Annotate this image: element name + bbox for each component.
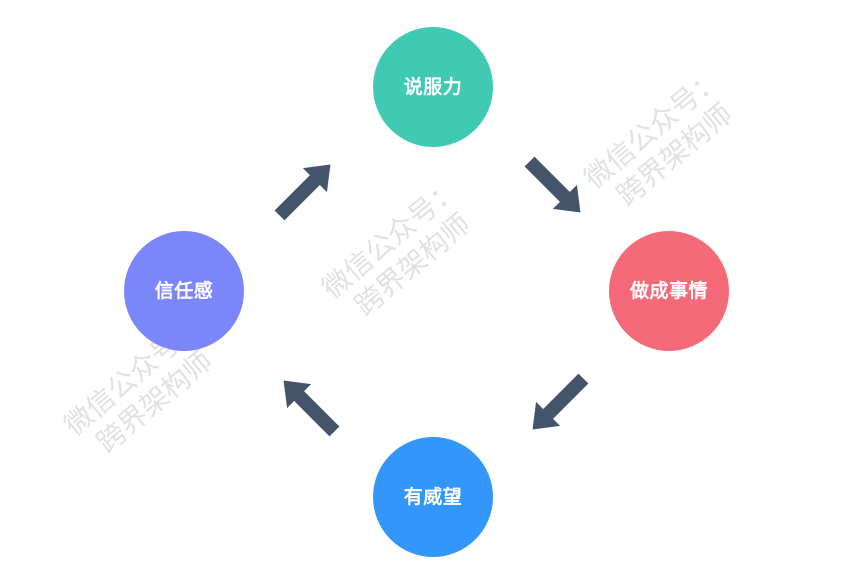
arrow-trust-to-persuasion xyxy=(274,164,331,221)
node-prestige: 有威望 xyxy=(373,437,493,557)
arrow-persuasion-to-get-things-done xyxy=(524,156,581,213)
arrow-group xyxy=(274,156,589,437)
arrow-shape xyxy=(274,164,331,221)
node-label: 做成事情 xyxy=(629,280,708,302)
node-label: 有威望 xyxy=(403,486,463,508)
node-label: 说服力 xyxy=(403,76,463,98)
node-trust: 信任感 xyxy=(124,231,244,351)
arrow-shape xyxy=(532,373,589,430)
arrow-get-things-done-to-prestige xyxy=(532,373,589,430)
node-persuasion: 说服力 xyxy=(373,27,493,147)
arrow-shape xyxy=(524,156,581,213)
node-get-things-done: 做成事情 xyxy=(609,231,729,351)
arrow-shape xyxy=(283,380,340,437)
arrow-prestige-to-trust xyxy=(283,380,340,437)
node-label: 信任感 xyxy=(154,280,214,302)
